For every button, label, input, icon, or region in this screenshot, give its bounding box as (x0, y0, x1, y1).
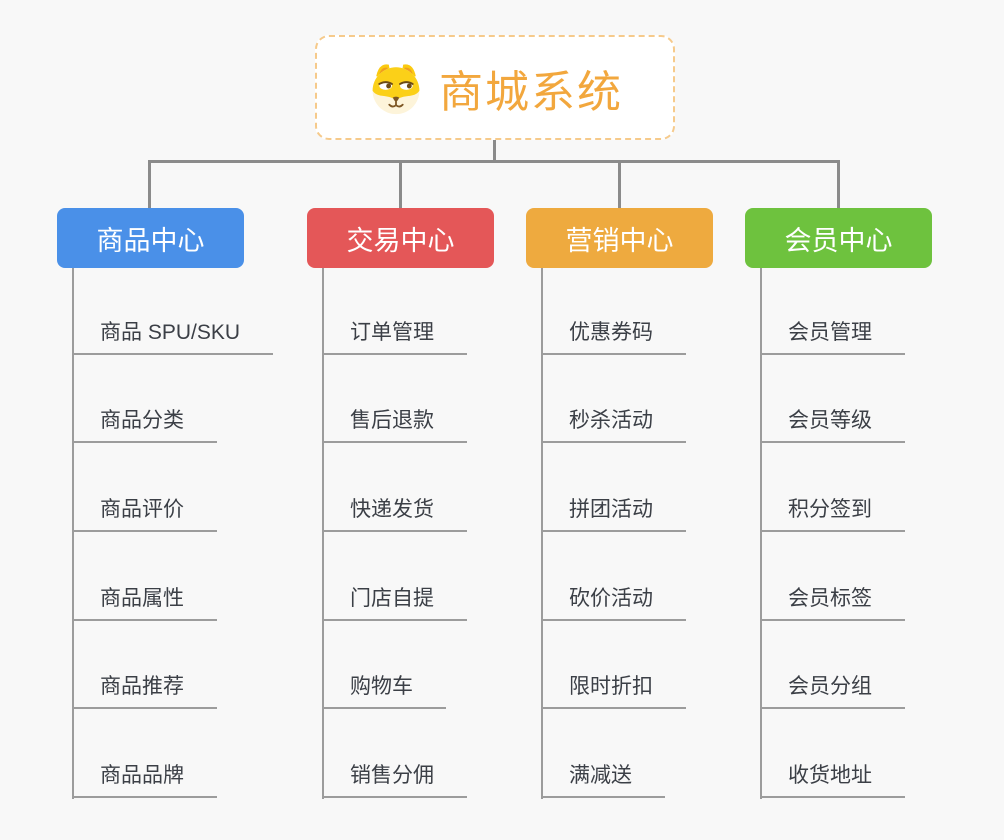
branch-node-member-center[interactable]: 会员中心 (745, 208, 932, 268)
leaf-item: 拼团活动 (541, 443, 791, 533)
leaf-label[interactable]: 销售分佣 (322, 764, 467, 799)
leaf-item: 收货地址 (760, 709, 1004, 799)
connector-horizontal-bar (149, 160, 840, 163)
leaf-label[interactable]: 门店自提 (322, 587, 467, 621)
leaf-item: 会员管理 (760, 266, 1004, 355)
leaf-item: 销售分佣 (322, 709, 572, 799)
leaf-item: 积分签到 (760, 443, 1004, 533)
leaf-item: 会员等级 (760, 355, 1004, 444)
leaf-label[interactable]: 购物车 (322, 675, 446, 710)
leaf-label[interactable]: 会员标签 (760, 587, 905, 621)
leaf-column-product: 商品 SPU/SKU 商品分类 商品评价 商品属性 商品推荐 商品品牌 (72, 266, 322, 799)
branch-node-product-center[interactable]: 商品中心 (57, 208, 244, 268)
leaf-label[interactable]: 砍价活动 (541, 587, 686, 621)
branch-vline-trade (322, 268, 324, 799)
leaf-item: 订单管理 (322, 266, 572, 355)
branch-node-trade-center[interactable]: 交易中心 (307, 208, 494, 268)
connector-drop-product (148, 160, 151, 209)
leaf-column-member: 会员管理 会员等级 积分签到 会员标签 会员分组 收货地址 (760, 266, 1004, 799)
leaf-label[interactable]: 商品 SPU/SKU (72, 321, 274, 355)
leaf-item: 门店自提 (322, 532, 572, 621)
leaf-item: 限时折扣 (541, 621, 791, 710)
leaf-item: 快递发货 (322, 443, 572, 533)
leaf-label[interactable]: 快递发货 (322, 498, 467, 533)
leaf-item: 满减送 (541, 709, 791, 799)
connector-root-stem (493, 139, 496, 162)
leaf-item: 商品分类 (72, 355, 322, 444)
leaf-label[interactable]: 商品评价 (72, 498, 217, 533)
leaf-item: 商品属性 (72, 532, 322, 621)
branch-node-marketing-center[interactable]: 营销中心 (526, 208, 713, 268)
leaf-item: 商品推荐 (72, 621, 322, 710)
leaf-label[interactable]: 会员等级 (760, 409, 905, 444)
leaf-column-trade: 订单管理 售后退款 快递发货 门店自提 购物车 销售分佣 (322, 266, 572, 799)
connector-drop-trade (399, 160, 402, 209)
leaf-label[interactable]: 限时折扣 (541, 675, 686, 710)
leaf-item: 优惠券码 (541, 266, 791, 355)
leaf-label[interactable]: 收货地址 (760, 764, 905, 799)
branch-vline-member (760, 268, 762, 799)
branch-label: 商品中心 (96, 225, 205, 256)
leaf-label[interactable]: 售后退款 (322, 409, 467, 444)
leaf-label[interactable]: 会员分组 (760, 675, 905, 710)
leaf-item: 砍价活动 (541, 532, 791, 621)
leaf-label[interactable]: 秒杀活动 (541, 409, 686, 444)
leaf-label[interactable]: 商品属性 (72, 587, 217, 621)
leaf-label[interactable]: 会员管理 (760, 321, 905, 355)
root-node[interactable]: 商城系统 (315, 35, 675, 140)
leaf-label[interactable]: 订单管理 (322, 321, 467, 355)
leaf-item: 售后退款 (322, 355, 572, 444)
leaf-item: 购物车 (322, 621, 572, 710)
leaf-label[interactable]: 满减送 (541, 764, 665, 799)
leaf-item: 会员分组 (760, 621, 1004, 710)
leaf-item: 会员标签 (760, 532, 1004, 621)
leaf-label[interactable]: 商品推荐 (72, 675, 217, 710)
branch-vline-product (72, 268, 74, 799)
branch-label: 营销中心 (565, 225, 674, 256)
leaf-label[interactable]: 商品品牌 (72, 764, 217, 799)
leaf-column-marketing: 优惠券码 秒杀活动 拼团活动 砍价活动 限时折扣 满减送 (541, 266, 791, 799)
connector-drop-member (837, 160, 840, 209)
branch-label: 交易中心 (346, 225, 455, 256)
leaf-item: 商品 SPU/SKU (72, 266, 322, 355)
connector-drop-marketing (618, 160, 621, 209)
leaf-item: 秒杀活动 (541, 355, 791, 444)
leaf-item: 商品品牌 (72, 709, 322, 799)
branch-vline-marketing (541, 268, 543, 799)
leaf-label[interactable]: 优惠券码 (541, 321, 686, 355)
root-title: 商城系统 (439, 67, 623, 117)
shiba-dog-icon (367, 61, 425, 115)
leaf-item: 商品评价 (72, 443, 322, 533)
branch-label: 会员中心 (784, 225, 893, 256)
leaf-label[interactable]: 拼团活动 (541, 498, 686, 533)
leaf-label[interactable]: 积分签到 (760, 498, 905, 533)
leaf-label[interactable]: 商品分类 (72, 409, 217, 444)
